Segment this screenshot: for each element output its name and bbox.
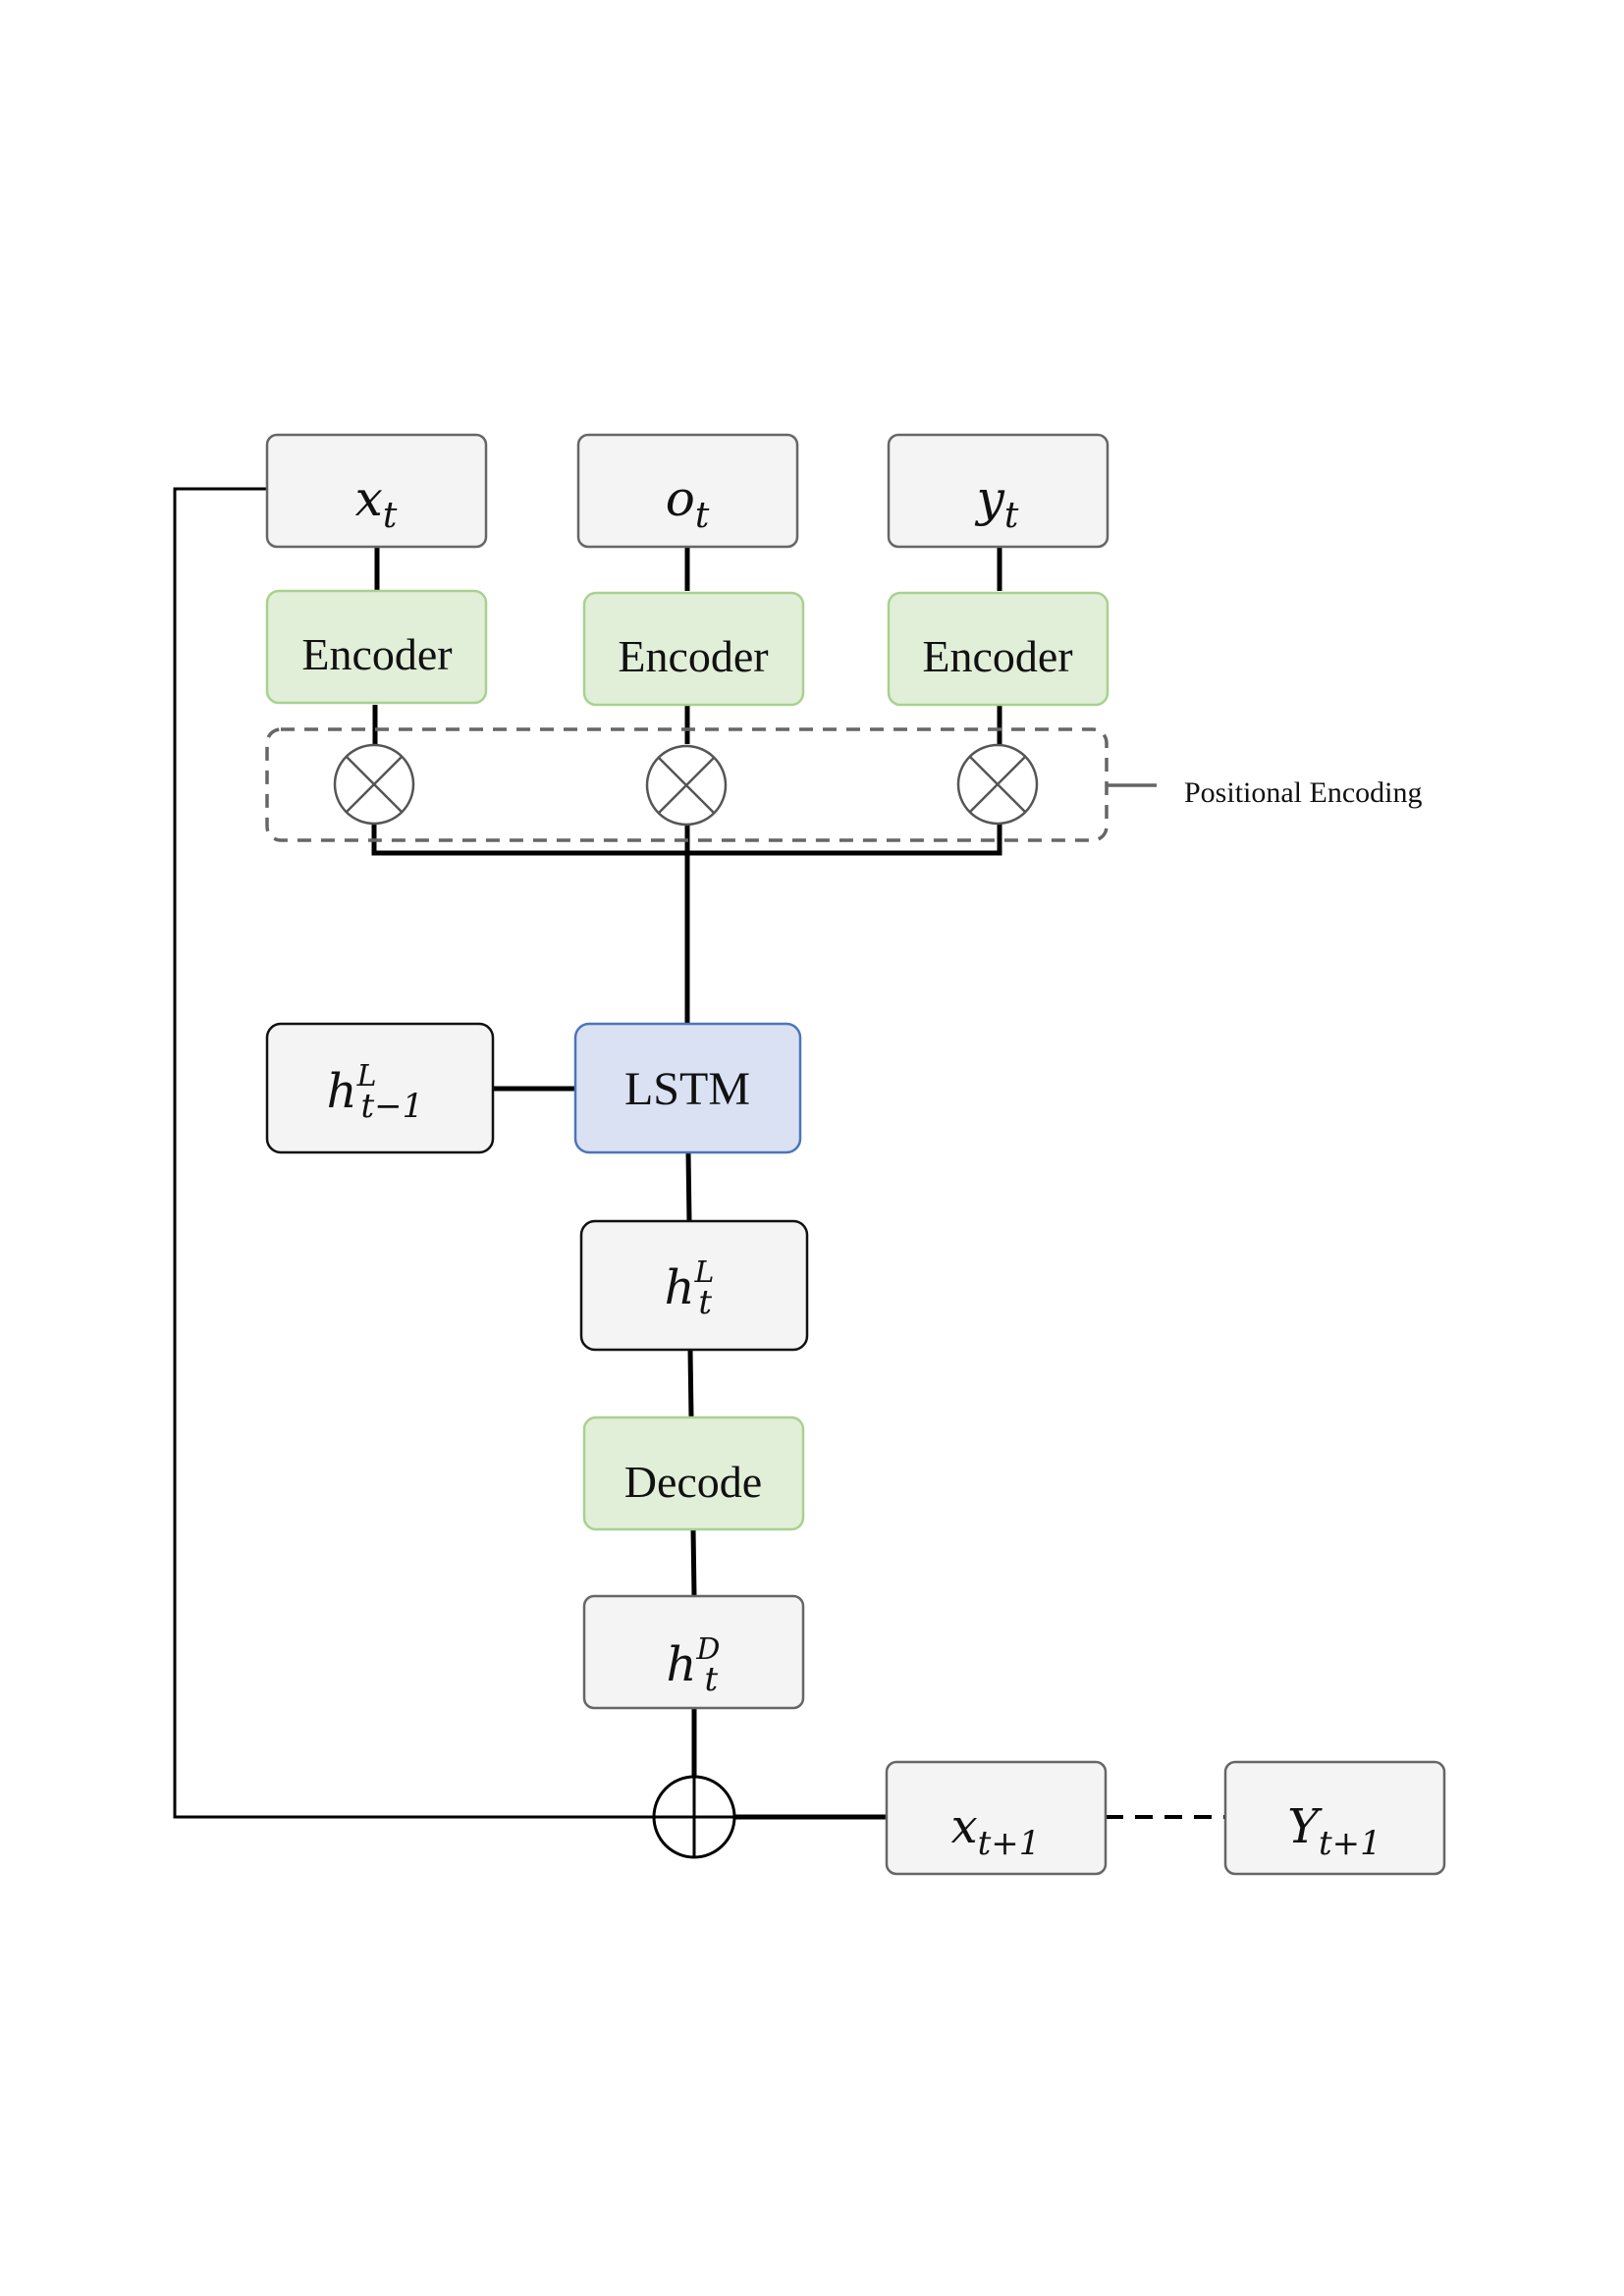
wire-decode-decoded — [690, 1528, 697, 1597]
input-box-xt: xt — [265, 433, 488, 549]
wire-lstm-hidden — [685, 1151, 692, 1222]
input-label-xt: xt — [355, 470, 398, 536]
next-input-label: xt+1 — [951, 1799, 1041, 1863]
multiply-node-2 — [645, 744, 728, 827]
decode-box: Decode — [582, 1415, 805, 1531]
decode-label: Decode — [624, 1457, 762, 1507]
multiply-node-3 — [956, 743, 1039, 826]
input-label-ot: ot — [666, 470, 710, 536]
lstm-label: LSTM — [624, 1063, 750, 1115]
encoder-box-3: Encoder — [887, 591, 1110, 707]
lstm-box: LSTM — [573, 1022, 802, 1154]
output-box: Yt+1 — [1223, 1760, 1446, 1876]
encoder-label: Encoder — [301, 629, 452, 679]
skip-connection-wire — [173, 487, 653, 1819]
encoder-box-1: Encoder — [265, 589, 488, 705]
input-label-yt: yt — [975, 470, 1019, 536]
add-node — [652, 1775, 736, 1859]
next-input-box: xt+1 — [885, 1760, 1108, 1876]
wire-hidden-decode — [687, 1349, 694, 1418]
encoder-label: Encoder — [922, 631, 1072, 681]
encoder-box-2: Encoder — [582, 591, 805, 707]
input-box-ot: ot — [576, 433, 799, 549]
encoder-label: Encoder — [618, 631, 768, 681]
multiply-node-1 — [333, 743, 415, 826]
input-box-yt: yt — [887, 433, 1110, 549]
positional-encoding-label: Positional Encoding — [1184, 776, 1423, 809]
output-label: Yt+1 — [1287, 1799, 1380, 1863]
